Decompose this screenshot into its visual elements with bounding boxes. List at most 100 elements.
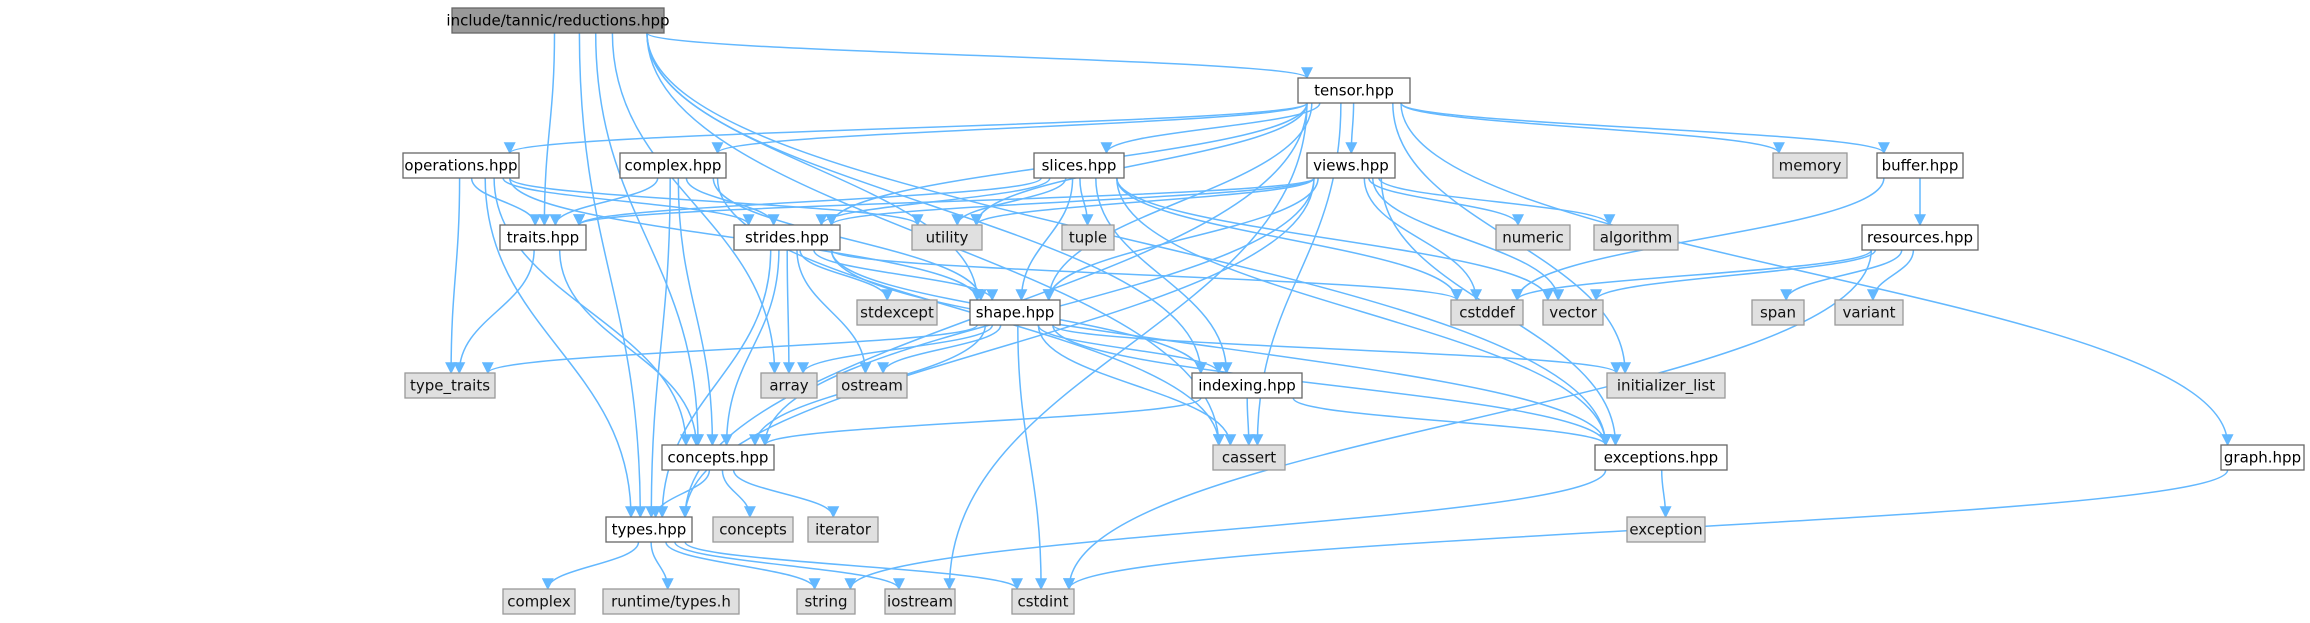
- edge-line: [782, 249, 795, 375]
- edge-strides-to-cstddef: [830, 249, 1463, 302]
- edge-line: [504, 102, 1308, 155]
- node-complex-hpp[interactable]: complex.hpp: [619, 152, 727, 179]
- edge-types-to-runtime_types: [650, 541, 674, 591]
- edge-line: [1511, 177, 1885, 302]
- node-concepts-hpp[interactable]: concepts.hpp: [661, 444, 775, 471]
- node-cassert: cassert: [1212, 444, 1286, 471]
- node-box: [807, 516, 879, 543]
- node-box: [1061, 224, 1115, 251]
- edge-line: [1292, 397, 1612, 447]
- node-label: complex.hpp: [625, 157, 722, 175]
- edge-line: [716, 177, 1225, 447]
- node-box: [836, 372, 908, 399]
- edge-line: [1116, 177, 1554, 302]
- edge-tensor-to-utility: [970, 102, 1308, 227]
- edge-tensor-to-buffer: [1400, 102, 1890, 155]
- node-box: [1297, 77, 1411, 104]
- edge-strides-to-ostream: [796, 249, 872, 375]
- edge-line: [1042, 102, 1313, 302]
- edge-complex_hpp-to-shape: [712, 177, 987, 302]
- node-box: [969, 299, 1061, 326]
- node-box: [1593, 224, 1679, 251]
- node-shape[interactable]: shape.hpp: [969, 299, 1061, 326]
- node-slices[interactable]: slices.hpp: [1033, 152, 1125, 179]
- edge-line: [484, 177, 637, 519]
- edge-shape-to-ostream: [877, 324, 1002, 375]
- edge-line: [650, 541, 674, 591]
- node-complex: complex: [502, 588, 576, 615]
- edge-line: [877, 324, 1002, 375]
- edge-line: [1659, 469, 1672, 519]
- edge-line: [573, 177, 1315, 227]
- edge-types-to-cstdint: [684, 541, 1023, 591]
- node-ostream: ostream: [836, 372, 908, 399]
- node-box: [712, 516, 794, 543]
- edge-operations-to-traits: [470, 177, 542, 227]
- edge-line: [1866, 249, 1915, 302]
- edge-operations-to-concepts_hpp: [493, 177, 692, 447]
- node-label: variant: [1843, 304, 1896, 322]
- node-indexing[interactable]: indexing.hpp: [1191, 372, 1303, 399]
- edge-strides-to-shape: [813, 249, 999, 302]
- node-runtime-types: runtime/types.h: [602, 588, 740, 615]
- edge-line: [1378, 177, 1616, 227]
- edge-operations-to-type_traits: [445, 177, 461, 375]
- edge-line: [970, 102, 1308, 227]
- edge-line: [1511, 249, 1873, 302]
- edge-line: [1037, 324, 1237, 447]
- node-strides[interactable]: strides.hpp: [733, 224, 841, 251]
- node-label: type_traits: [410, 377, 490, 396]
- node-traits[interactable]: traits.hpp: [499, 224, 587, 251]
- edge-traits-to-concepts_hpp: [558, 249, 703, 447]
- node-label: vector: [1549, 304, 1597, 322]
- node-exceptions[interactable]: exceptions.hpp: [1594, 444, 1728, 471]
- node-operations[interactable]: operations.hpp: [402, 152, 520, 179]
- edge-line: [578, 32, 647, 519]
- edge-line: [1780, 249, 1903, 302]
- edge-line: [1042, 177, 1319, 302]
- node-box: [404, 372, 496, 399]
- edge-operations-to-utility: [508, 177, 924, 227]
- node-box: [796, 588, 856, 615]
- node-views[interactable]: views.hpp: [1306, 152, 1396, 179]
- node-stdexcept: stdexcept: [856, 299, 938, 326]
- node-box: [1542, 299, 1604, 326]
- edge-root-to-concepts_hpp: [594, 32, 705, 447]
- node-box: [402, 152, 520, 179]
- edge-tensor-to-shape: [1042, 102, 1313, 302]
- node-box: [1450, 299, 1524, 326]
- edge-views-to-utility: [970, 177, 1315, 227]
- node-box: [1011, 588, 1075, 615]
- edge-views-to-vector: [1371, 177, 1565, 302]
- node-box: [1876, 152, 1964, 179]
- edge-line: [674, 541, 905, 591]
- node-resources[interactable]: resources.hpp: [1861, 224, 1979, 251]
- node-label: numeric: [1502, 229, 1563, 247]
- edge-line: [1371, 177, 1565, 302]
- node-box: [1834, 299, 1904, 326]
- node-utility: utility: [911, 224, 983, 251]
- edge-line: [1400, 102, 2234, 447]
- edge-line: [445, 177, 461, 375]
- node-label: traits.hpp: [507, 229, 579, 247]
- node-iostream: iostream: [884, 588, 956, 615]
- node-label: ostream: [841, 377, 903, 395]
- edge-line: [649, 469, 711, 519]
- node-box: [1626, 516, 1706, 543]
- edge-indexing-to-concepts_hpp: [759, 397, 1202, 447]
- node-graph-hpp[interactable]: graph.hpp: [2220, 444, 2305, 471]
- edge-indexing-to-exceptions: [1292, 397, 1612, 447]
- edge-line: [970, 177, 1315, 227]
- node-tensor[interactable]: tensor.hpp: [1297, 77, 1411, 104]
- edge-strides-to-stdexcept: [799, 249, 894, 302]
- node-label: algorithm: [1600, 229, 1672, 247]
- node-buffer[interactable]: buffer.hpp: [1876, 152, 1964, 179]
- edge-root-to-traits: [538, 32, 556, 227]
- edge-shape-to-initializer_list: [1052, 324, 1623, 375]
- node-box: [1606, 372, 1726, 399]
- node-label: runtime/types.h: [611, 593, 731, 611]
- edge-slices-to-exceptions: [1116, 177, 1612, 447]
- edge-views-to-numeric: [1368, 177, 1524, 227]
- node-types[interactable]: types.hpp: [605, 516, 693, 543]
- dependency-edges: [445, 32, 2234, 591]
